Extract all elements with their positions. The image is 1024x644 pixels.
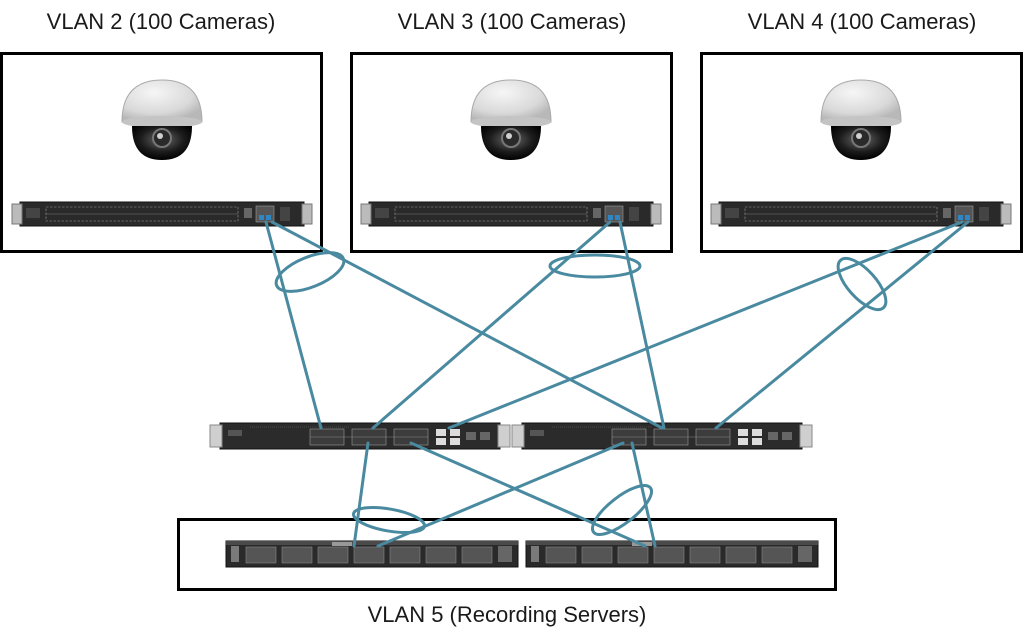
lag-ellipse-server2 (591, 484, 653, 536)
lag-ellipse-vlan4 (836, 256, 888, 312)
link-core1-server2 (409, 441, 647, 548)
lag-ellipse-server1 (351, 505, 427, 535)
rack-server-icon (525, 540, 819, 568)
link-core1-server1 (352, 441, 370, 548)
vlan5-label: VLAN 5 (Recording Servers) (367, 602, 647, 627)
vlan4-label: VLAN 4 (100 Cameras) (747, 9, 977, 34)
rack-server-icon (225, 540, 519, 568)
link-vlan4-core2 (714, 220, 970, 430)
camera-icon (470, 79, 552, 161)
link-core2-server1 (376, 441, 625, 548)
link-vlan3-core1 (371, 220, 612, 430)
link-vlan2-core1 (264, 220, 323, 430)
link-vlan2-core2 (270, 220, 664, 430)
link-vlan4-core1 (447, 220, 964, 430)
vlan2-label: VLAN 2 (100 Cameras) (46, 9, 276, 34)
camera-icon (820, 79, 902, 161)
network-links (264, 220, 970, 548)
vlan3-label: VLAN 3 (100 Cameras) (397, 9, 627, 34)
camera-icon (121, 79, 203, 161)
lag-ellipse-vlan3 (548, 253, 642, 279)
lag-ellipse-vlan2 (274, 251, 346, 293)
core-switch-icon (209, 422, 511, 450)
link-core2-server2 (630, 441, 657, 548)
link-vlan3-core2 (618, 220, 666, 430)
access-switch-icon (360, 201, 662, 227)
